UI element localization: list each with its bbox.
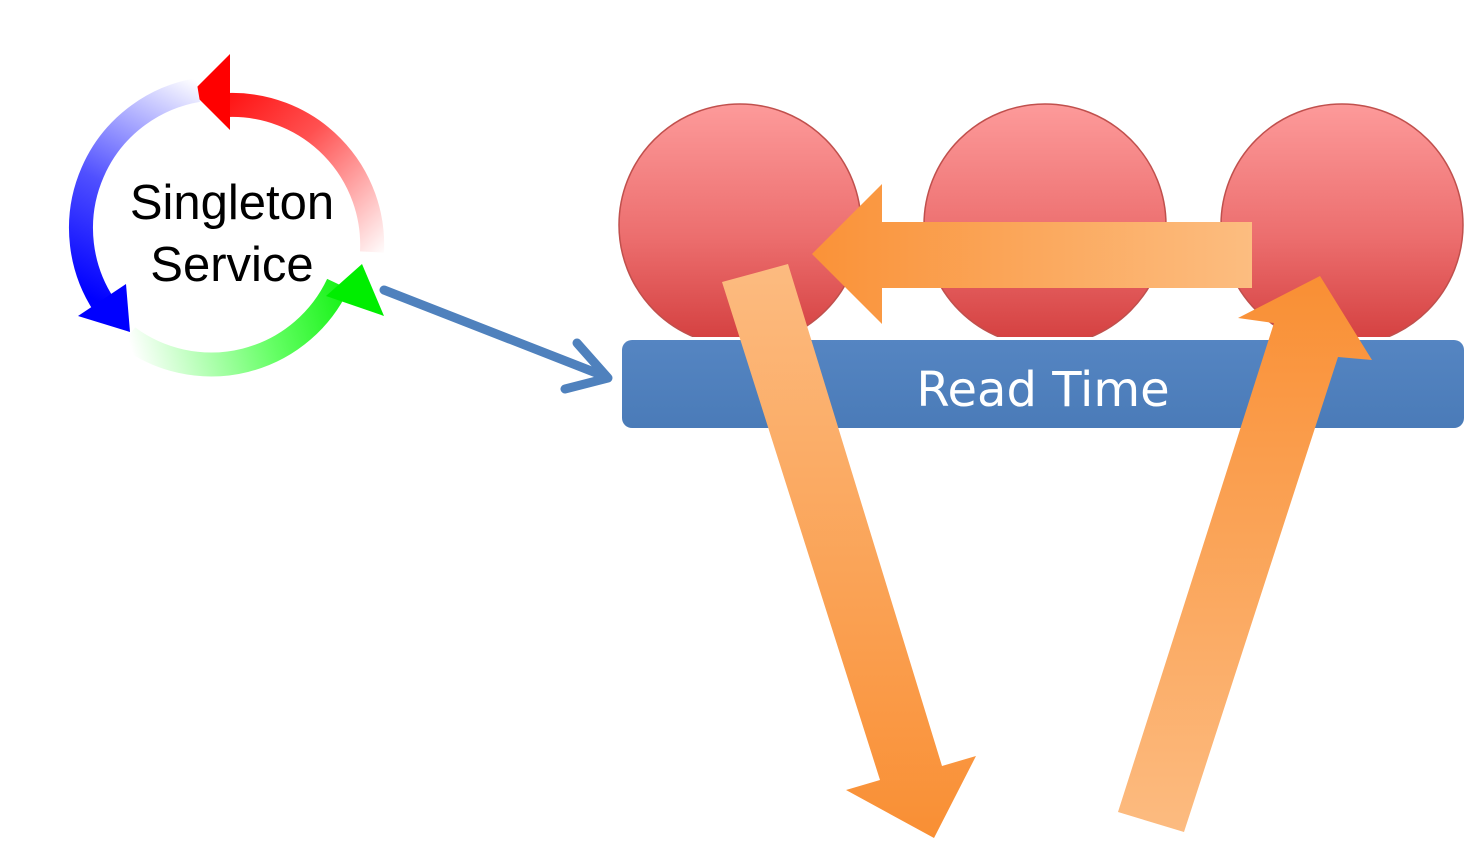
up-flow-arrow: [1118, 276, 1372, 832]
red-arrowhead: [192, 54, 230, 130]
blue-cycle-arrow: [69, 78, 201, 312]
singleton-label: Singleton: [130, 176, 334, 230]
blue-arrowhead: [78, 284, 130, 332]
service-label: Service: [150, 238, 313, 292]
red-cycle-arrow: [227, 92, 385, 253]
connector-arrow: [379, 285, 613, 394]
green-cycle-arrow: [120, 278, 349, 377]
green-arrowhead: [326, 264, 384, 316]
horizontal-flow-arrow: [812, 184, 1252, 324]
down-flow-arrow: [722, 264, 976, 838]
read-time-label: Read Time: [916, 362, 1169, 418]
cycle-arrows-icon: Singleton Service: [69, 54, 385, 377]
